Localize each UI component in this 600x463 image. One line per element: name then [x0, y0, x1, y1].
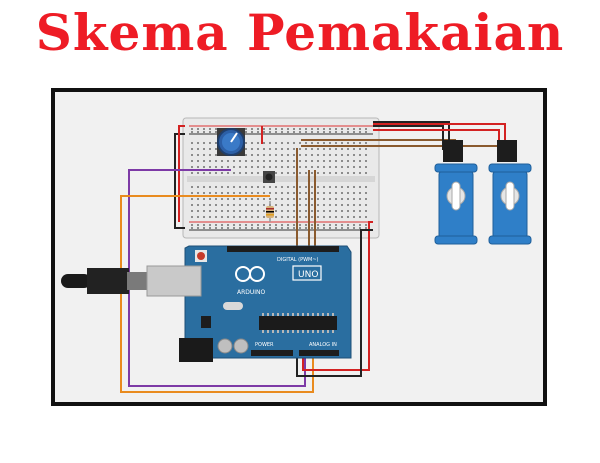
page-title: Skema Pemakaian: [35, 3, 565, 62]
analog-label: ANALOG IN: [309, 342, 337, 348]
resistor: [266, 201, 274, 222]
digital-label: DIGITAL (PWM~): [277, 257, 319, 263]
usb-connector: [61, 265, 202, 297]
board-brand: ARDUINO: [237, 289, 266, 296]
potentiometer: [217, 128, 245, 156]
wires: [120, 121, 510, 393]
dc-jack: [179, 338, 213, 362]
arduino-uno: ARDUINO UNO DIGITAL (PWM~) POWER ANALOG …: [184, 245, 352, 359]
breadboard: [182, 117, 380, 239]
servo-2: [488, 140, 532, 245]
pushbutton: [263, 171, 275, 183]
board-model: UNO: [298, 270, 318, 280]
power-label: POWER: [255, 342, 274, 348]
servo-1: [434, 140, 478, 245]
circuit-diagram: ARDUINO UNO DIGITAL (PWM~) POWER ANALOG …: [61, 117, 532, 393]
